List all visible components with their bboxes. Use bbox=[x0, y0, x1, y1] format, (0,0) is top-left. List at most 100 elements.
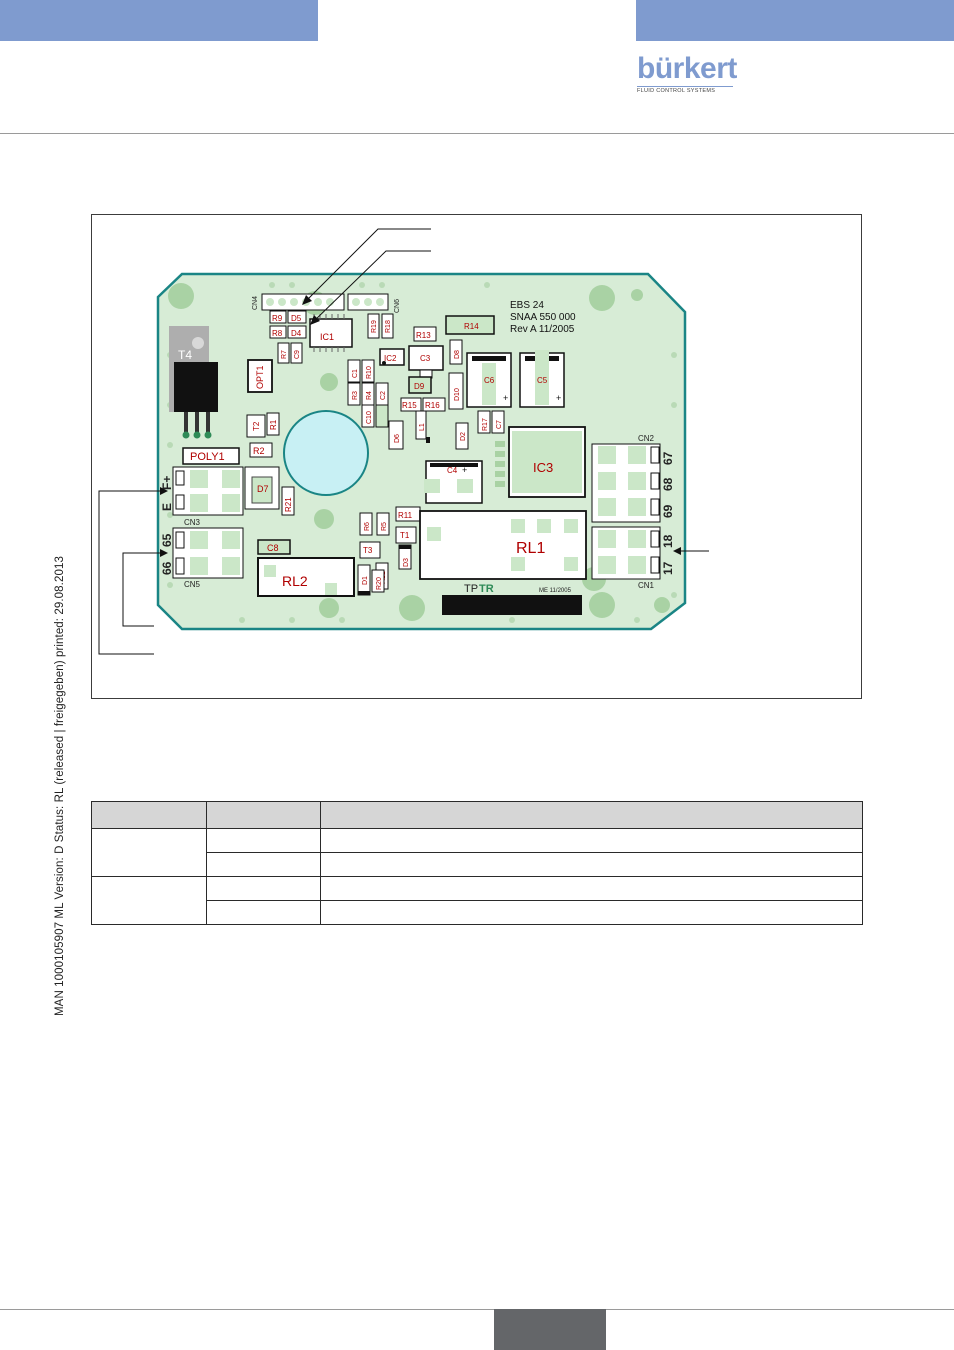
via bbox=[671, 592, 677, 598]
c10-label: C10 bbox=[366, 411, 373, 424]
table-row bbox=[92, 900, 864, 925]
table-header-cell bbox=[91, 801, 207, 829]
pin bbox=[376, 298, 384, 306]
mount-hole bbox=[654, 597, 670, 613]
via bbox=[167, 582, 173, 588]
d4-label: D4 bbox=[291, 329, 302, 338]
header-divider bbox=[0, 133, 954, 134]
central-hole bbox=[283, 410, 369, 496]
r19-label: R19 bbox=[371, 320, 378, 333]
arrowhead bbox=[673, 547, 681, 555]
d6-label: D6 bbox=[394, 434, 401, 443]
terminal-fplus-label: F+ bbox=[160, 476, 174, 490]
table-cell bbox=[205, 852, 321, 877]
logo-tagline: FLUID CONTROL SYSTEMS bbox=[637, 88, 716, 94]
rl2-label: RL2 bbox=[282, 573, 308, 589]
table-cell bbox=[319, 900, 864, 925]
d1-label: D1 bbox=[362, 576, 369, 585]
d5-label: D5 bbox=[291, 314, 302, 323]
barcode-strip bbox=[442, 595, 582, 615]
mount-hole bbox=[319, 598, 339, 618]
via bbox=[269, 282, 275, 288]
via bbox=[167, 512, 173, 518]
cn2-terminal: CN2 bbox=[591, 434, 661, 523]
via bbox=[239, 617, 245, 623]
c7-label: C7 bbox=[496, 420, 503, 429]
r16-label: R16 bbox=[425, 401, 440, 410]
terminal-68-label: 68 bbox=[661, 477, 675, 491]
d7-label: D7 bbox=[257, 484, 269, 494]
c2-label: C2 bbox=[380, 391, 387, 400]
opt1-box bbox=[247, 359, 273, 393]
l1-label: L1 bbox=[419, 423, 426, 431]
via bbox=[484, 282, 490, 288]
cn6-label: CN6 bbox=[394, 299, 401, 313]
r9-label: R9 bbox=[272, 314, 283, 323]
arrowhead bbox=[310, 315, 320, 325]
cn3-label: CN3 bbox=[184, 518, 201, 527]
mount-hole bbox=[589, 285, 615, 311]
c8-label: C8 bbox=[267, 543, 279, 553]
tptr-label-b: TR bbox=[479, 583, 494, 595]
pin bbox=[352, 298, 360, 306]
r20-label: R20 bbox=[376, 577, 383, 590]
spec-table bbox=[91, 801, 864, 925]
pin bbox=[364, 298, 372, 306]
via bbox=[167, 442, 173, 448]
page-number-box bbox=[494, 1309, 606, 1350]
pin bbox=[266, 298, 274, 306]
c1-label: C1 bbox=[352, 369, 359, 378]
document-status-side-text: MAN 1000105907 ML Version: D Status: RL … bbox=[54, 556, 66, 1016]
table-cell bbox=[319, 876, 864, 901]
c6-plus: + bbox=[503, 393, 508, 403]
r3-label: R3 bbox=[352, 391, 359, 400]
mount-hole bbox=[631, 289, 643, 301]
table-header-cell bbox=[319, 801, 864, 829]
ic1-label: IC1 bbox=[320, 332, 334, 342]
cn4-label: CN4 bbox=[252, 296, 259, 310]
r11-label: R11 bbox=[398, 511, 413, 520]
t3-label: T3 bbox=[363, 546, 373, 555]
footer-divider bbox=[0, 1309, 954, 1310]
table-cell bbox=[319, 852, 864, 877]
poly1-label: POLY1 bbox=[190, 451, 225, 463]
arrowhead bbox=[160, 487, 168, 495]
circuit-board-figure: T4 OPT1 R1 R2 T2 POLY1 D7 R21 CN3 bbox=[91, 214, 862, 699]
r6-label: R6 bbox=[364, 522, 371, 531]
d3-label: D3 bbox=[403, 558, 410, 567]
table-row bbox=[91, 828, 864, 877]
table-cell bbox=[205, 876, 321, 901]
via bbox=[671, 402, 677, 408]
c5-plus: + bbox=[556, 393, 561, 403]
terminal-67-label: 67 bbox=[661, 451, 675, 465]
r17-label: R17 bbox=[482, 418, 489, 431]
t4-label: T4 bbox=[178, 348, 192, 362]
d2-label: D2 bbox=[460, 432, 467, 441]
c4-plus: + bbox=[462, 465, 467, 475]
mount-hole bbox=[168, 283, 194, 309]
r5-label: R5 bbox=[381, 522, 388, 531]
r10-label: R10 bbox=[366, 366, 373, 379]
t2-label: T2 bbox=[252, 421, 261, 431]
cn1-label: CN1 bbox=[638, 581, 655, 590]
table-cell bbox=[91, 828, 207, 877]
mount-hole bbox=[314, 509, 334, 529]
pin bbox=[314, 298, 322, 306]
table-cell bbox=[205, 828, 321, 853]
table-row bbox=[91, 876, 864, 925]
tptr-label-a: TP bbox=[464, 583, 478, 595]
t1-label: T1 bbox=[400, 531, 410, 540]
opt1-label: OPT1 bbox=[255, 365, 265, 389]
cn1-terminal: CN1 bbox=[591, 526, 661, 590]
mount-hole bbox=[320, 373, 338, 391]
d9-label: D9 bbox=[414, 382, 425, 391]
terminal-18-label: 18 bbox=[661, 534, 675, 548]
terminal-69-label: 69 bbox=[661, 504, 675, 518]
r13-label: R13 bbox=[416, 331, 431, 340]
r18-label: R18 bbox=[385, 320, 392, 333]
table-header-row bbox=[91, 801, 864, 829]
via bbox=[509, 617, 515, 623]
t4-regulator: T4 bbox=[169, 326, 218, 439]
via bbox=[339, 617, 345, 623]
via bbox=[634, 617, 640, 623]
